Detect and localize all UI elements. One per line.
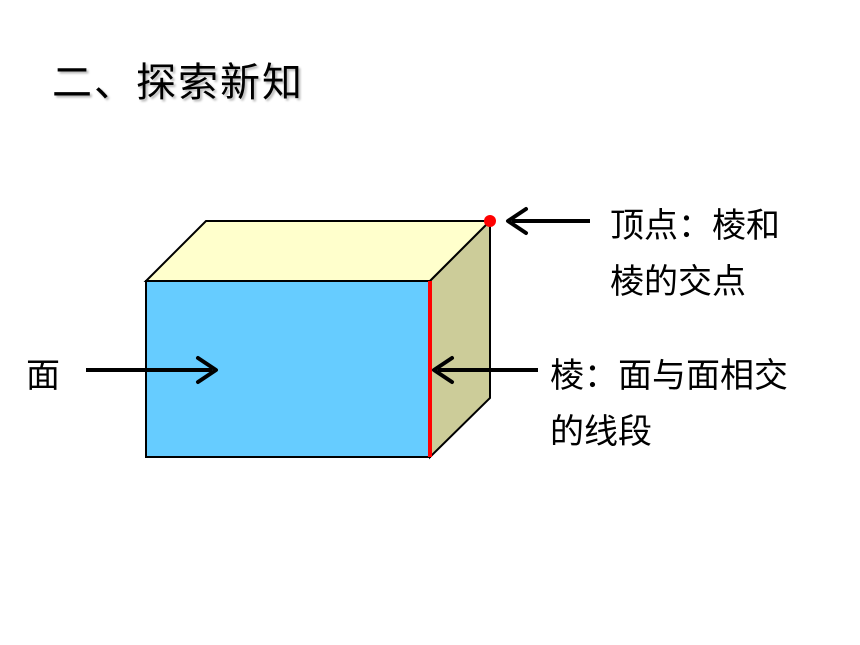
edge-arrow: [432, 356, 538, 384]
vertex-arrow: [506, 207, 590, 235]
edge-label: 棱：面与面相交 的线段: [550, 348, 788, 460]
vertex-dot: [484, 215, 496, 227]
face-label: 面: [26, 356, 60, 396]
vertex-label-line1: 顶点：棱和: [610, 206, 780, 246]
edge-label-line1: 棱：面与面相交: [550, 356, 788, 396]
vertex-label: 顶点：棱和 棱的交点: [610, 198, 780, 310]
slide-title: 二、探索新知: [52, 60, 304, 106]
vertex-label-line2: 棱的交点: [610, 262, 746, 302]
edge-label-line2: 的线段: [550, 412, 652, 452]
face-arrow: [86, 356, 218, 384]
